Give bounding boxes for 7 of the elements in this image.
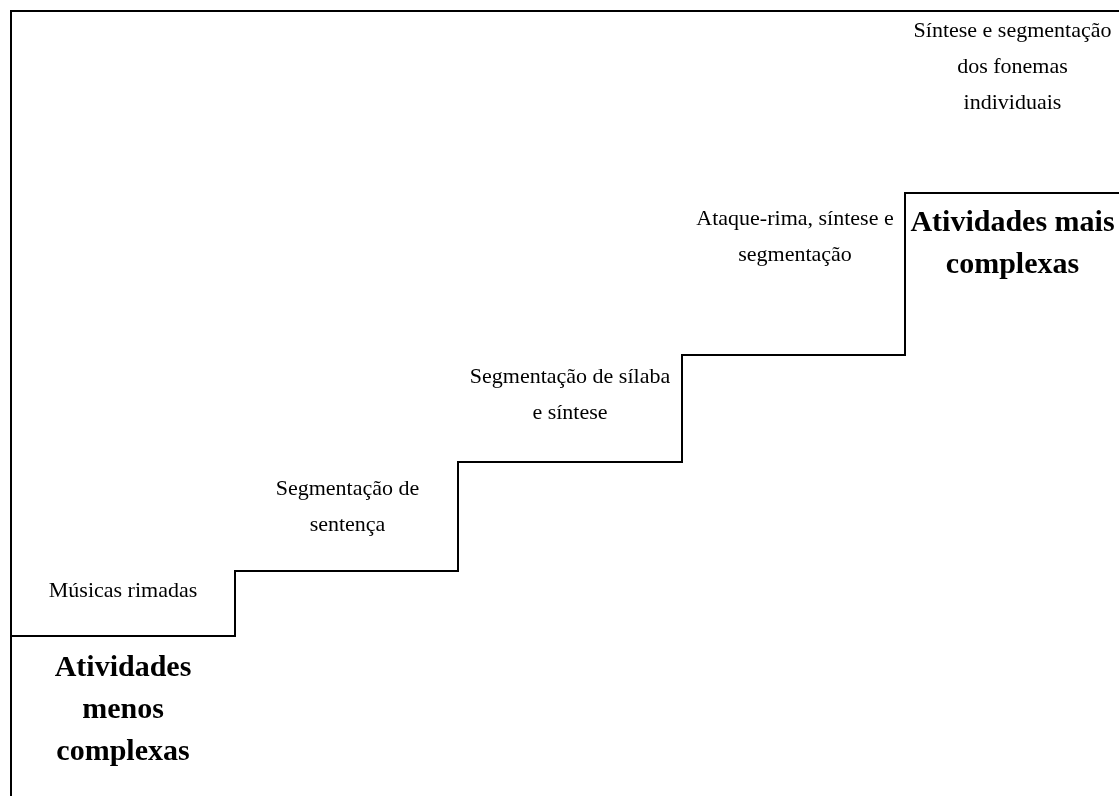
step-label: Segmentação de sentença [274, 474, 421, 538]
step-label: Ataque-rima, síntese e segmentação [695, 204, 895, 268]
level-heading: Atividades mais complexas [910, 203, 1115, 281]
step-label: Síntese e segmentação dos fonemas individuais [912, 16, 1113, 116]
level-heading: Atividades menos complexas [53, 648, 193, 768]
step-label: Segmentação de sílaba e síntese [468, 362, 672, 426]
step-label: Músicas rimadas [47, 576, 199, 604]
